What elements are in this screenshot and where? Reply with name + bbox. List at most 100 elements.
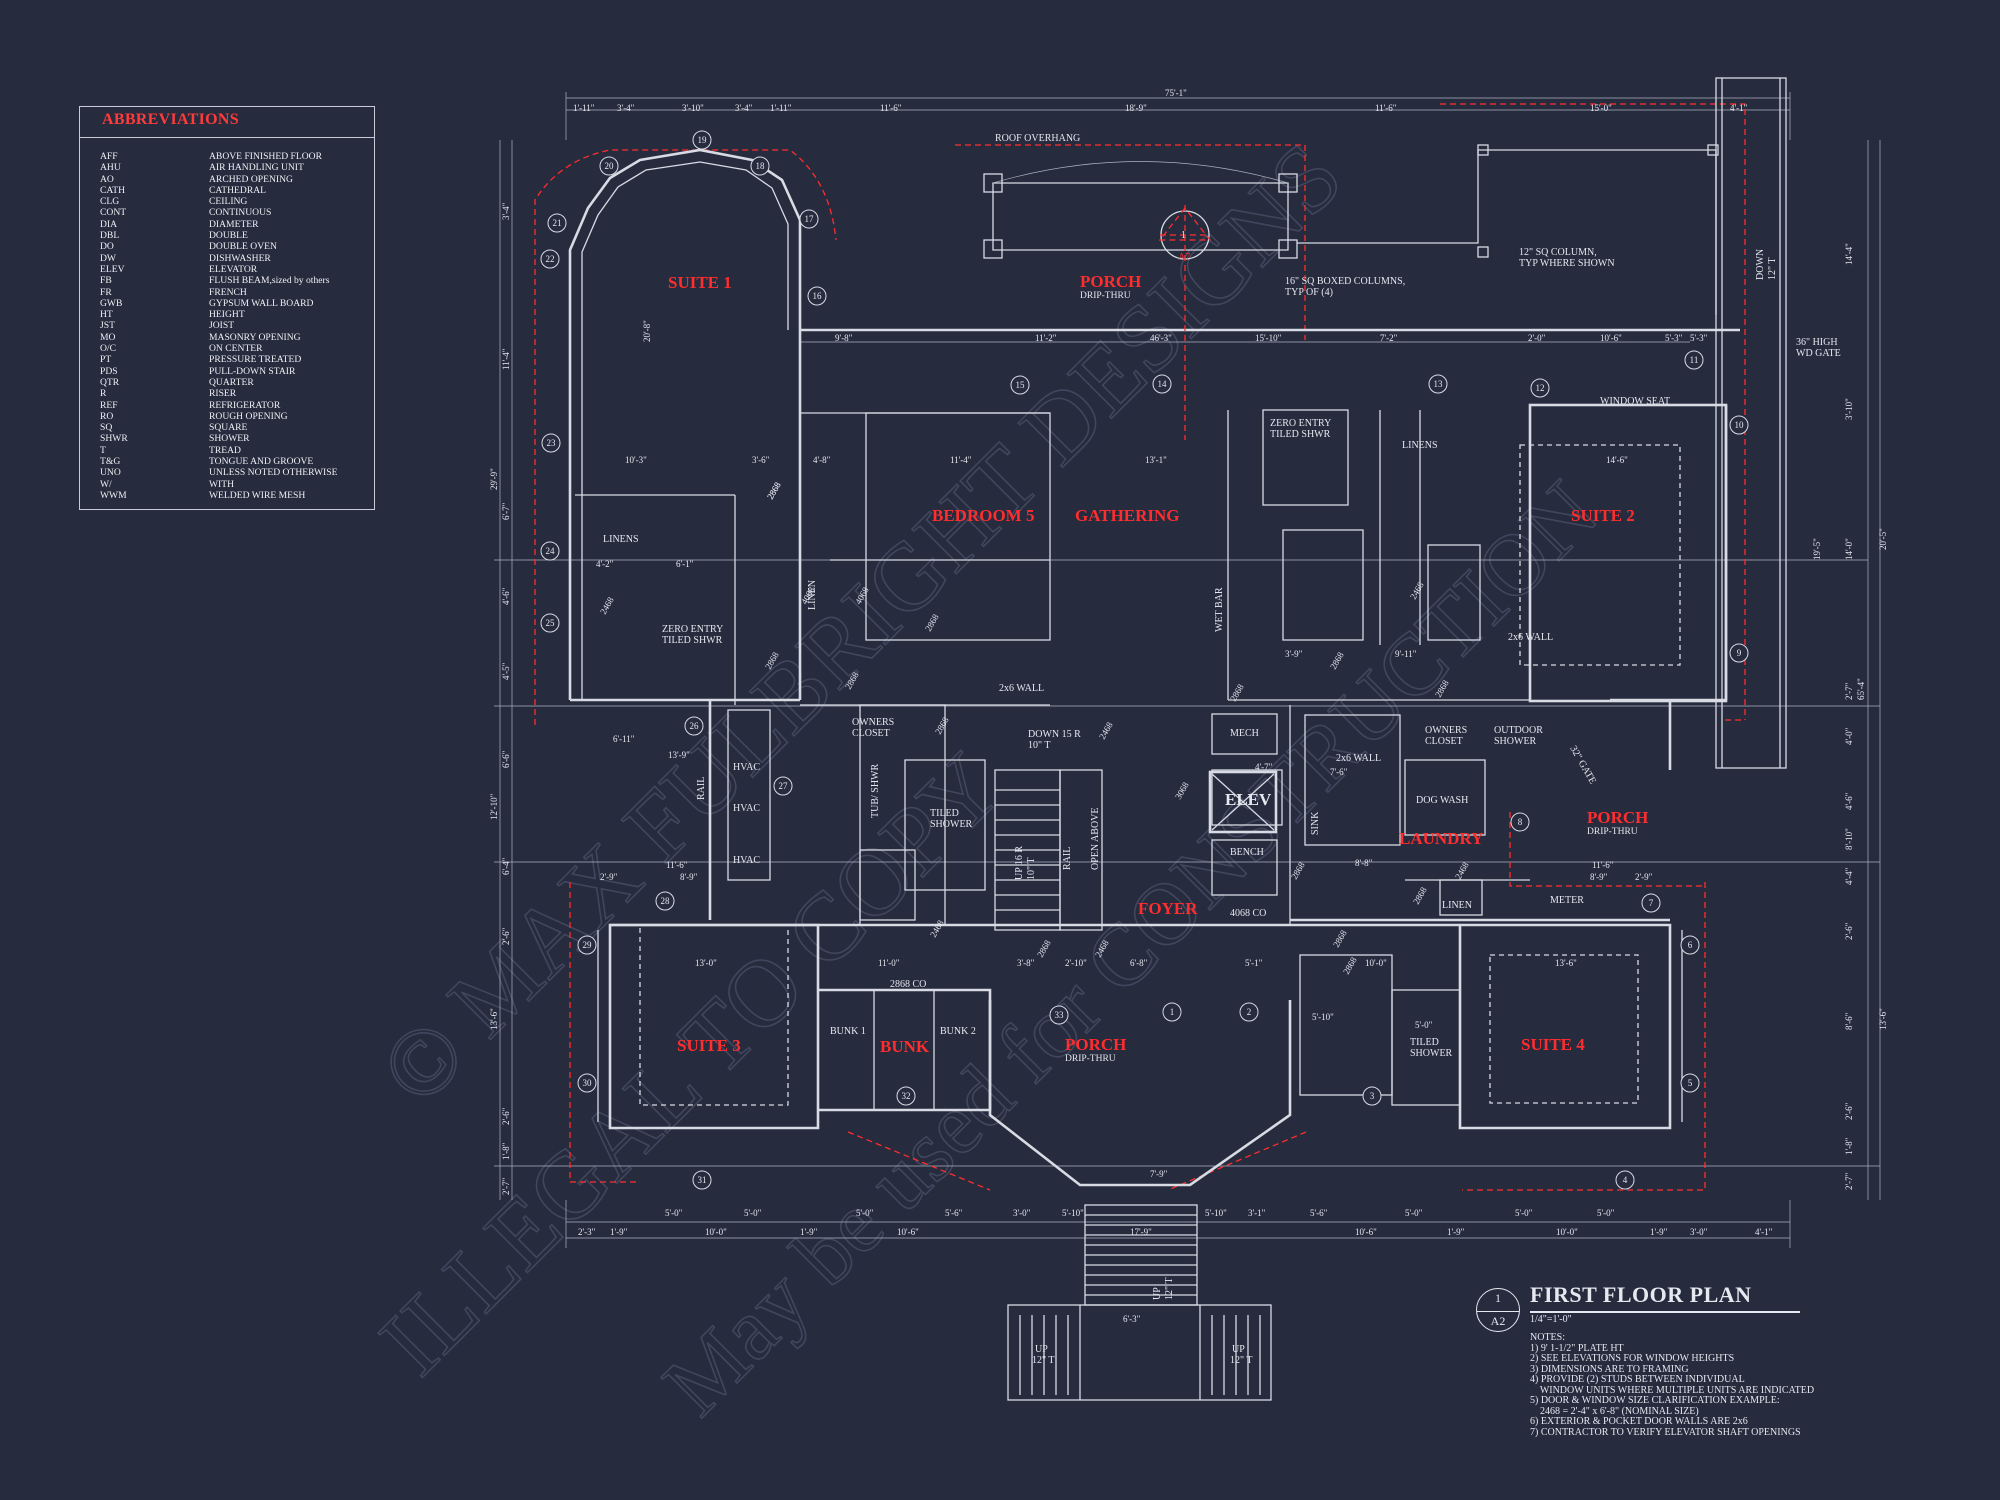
abbreviation-meaning: QUARTER: [209, 376, 254, 388]
note-line: 3) DIMENSIONS ARE TO FRAMING: [1530, 1363, 1689, 1375]
dim-bottom-sub: 5'-0": [856, 1208, 874, 1218]
label-bunk-1: BUNK 1: [830, 1026, 866, 1037]
abbreviation-meaning: TREAD: [209, 444, 241, 456]
abbreviation-row: O/C ON CENTER: [100, 343, 370, 354]
door-tag: 2468: [598, 595, 616, 616]
dimension-lines: [494, 92, 1881, 1248]
dim-bottom-sub: 3'-0": [1013, 1208, 1031, 1218]
abbreviation-meaning: MASONRY OPENING: [209, 331, 301, 343]
window-tag-circle: [684, 716, 704, 736]
dim-top: 11'-6": [1375, 103, 1397, 113]
dim-interior: 11'-6": [666, 860, 688, 870]
window-tag: 33: [1055, 1010, 1065, 1020]
note-line: 2) SEE ELEVATIONS FOR WINDOW HEIGHTS: [1530, 1353, 1735, 1364]
dim-interior: 11'-0": [878, 958, 900, 968]
label-co-2868: 2868 CO: [890, 979, 926, 990]
dim-mid: 10'-6": [1600, 333, 1622, 343]
window-tag: 11: [1690, 355, 1699, 365]
dim-bottom-sub: 5'-0": [1597, 1208, 1615, 1218]
window-tag: 7: [1649, 898, 1654, 908]
abbreviation-meaning: ON CENTER: [209, 343, 263, 355]
dim-left: 6'-6": [501, 750, 511, 768]
dim-bottom-sub: 5'-10": [1062, 1208, 1084, 1218]
dim-mid: 7'-2": [1380, 333, 1398, 343]
abbreviation-code: DBL: [100, 230, 120, 242]
dim-interior: 7'-6": [1330, 767, 1348, 777]
dim-interior: 7'-9": [1150, 1169, 1168, 1179]
window-tag-circle: [540, 613, 560, 633]
window-tag: 4: [1623, 1175, 1628, 1185]
abbreviation-meaning: DOUBLE OVEN: [209, 241, 277, 253]
front-entry-steps: [1007, 1204, 1272, 1401]
label-gate-36: 36" HIGH: [1796, 337, 1838, 348]
window-tag: 23: [547, 438, 557, 448]
dim-mid: 46'-3": [1150, 333, 1172, 343]
interior-walls: [575, 409, 1681, 1110]
title-block-callout: 1 A2: [1476, 1288, 1520, 1332]
dim-interior: 6'-1": [676, 559, 694, 569]
drawing-title: FIRST FLOOR PLAN: [1530, 1282, 1752, 1307]
abbreviation-code: O/C: [100, 343, 116, 355]
window-tag: 6: [1688, 940, 1693, 950]
dim-interior: 6'-8": [1130, 958, 1148, 968]
label-tiled-shower-b: SHOWER: [930, 819, 973, 830]
abbreviation-code: CONT: [100, 207, 127, 219]
door-tag: 2468: [1097, 720, 1115, 741]
abbreviation-meaning: DIAMETER: [209, 218, 259, 230]
window-tag-circle: [1680, 1073, 1700, 1093]
door-tag: 2468: [1453, 860, 1471, 881]
label-up-right-b: 12" T: [1230, 1355, 1253, 1366]
abbreviation-meaning: TONGUE AND GROOVE: [209, 456, 314, 468]
dim-bottom-sub: 5'-0": [1405, 1208, 1423, 1218]
dim-interior: 2'-9": [600, 872, 618, 882]
room-bedroom-5: BEDROOM 5: [932, 506, 1034, 525]
window-tag: 31: [698, 1175, 707, 1185]
window-tag: 30: [583, 1078, 593, 1088]
window-tag: 5: [1688, 1078, 1693, 1088]
label-window-seat-top: WINDOW SEAT: [1600, 396, 1670, 407]
window-tag: 19: [698, 135, 708, 145]
door-tag: 2868: [933, 715, 951, 736]
window-tag: 29: [583, 940, 593, 950]
window-tag-circle: [1428, 374, 1448, 394]
label-owners-closet-right: OWNERS: [1425, 725, 1467, 736]
abbreviation-meaning: UNLESS NOTED OTHERWISE: [209, 467, 338, 479]
abbreviation-code: DW: [100, 252, 116, 264]
dim-bottom: 1'-9": [800, 1227, 818, 1237]
label-zero-entry-right: ZERO ENTRY: [1270, 418, 1331, 429]
window-tag: 21: [553, 218, 562, 228]
abbreviation-meaning: PRESSURE TREATED: [209, 354, 302, 366]
window-tag: 25: [546, 618, 556, 628]
abbreviation-code: W/: [100, 478, 112, 490]
dim-left: 1'-8": [501, 1142, 511, 1160]
room-porch-top-sub: DRIP-THRU: [1080, 291, 1131, 301]
label-column-12: 12" SQ COLUMN,: [1519, 247, 1597, 258]
abbreviations-title: ABBREVIATIONS: [102, 111, 239, 128]
window-tag: 15: [1016, 380, 1026, 390]
section-marker-sheet: A7: [1178, 252, 1190, 263]
dim-interior: 4'-7": [1255, 762, 1273, 772]
window-tag-circle: [577, 935, 597, 955]
dim-overall-right: 65'-4": [1856, 678, 1866, 700]
label-co-4068: 4068 CO: [1230, 908, 1266, 919]
room-porch-right-sub: DRIP-THRU: [1587, 827, 1638, 837]
window-tag: 3: [1370, 1091, 1375, 1101]
window-tag-circle: [541, 433, 561, 453]
label-tiled-shower: TILED: [930, 808, 959, 819]
dim-right: 4'-6": [1844, 792, 1854, 810]
label-up-16r-b: 10" T: [1026, 857, 1037, 880]
room-porch-bottom: PORCH: [1065, 1035, 1126, 1054]
dim-mid: 2'-0": [1528, 333, 1546, 343]
watermark: © MAX FULBRIGHT DESIGNS ILLEGAL TO COPY …: [358, 121, 1617, 1435]
label-meter: METER: [1550, 895, 1584, 906]
window-tag: 24: [546, 546, 556, 556]
